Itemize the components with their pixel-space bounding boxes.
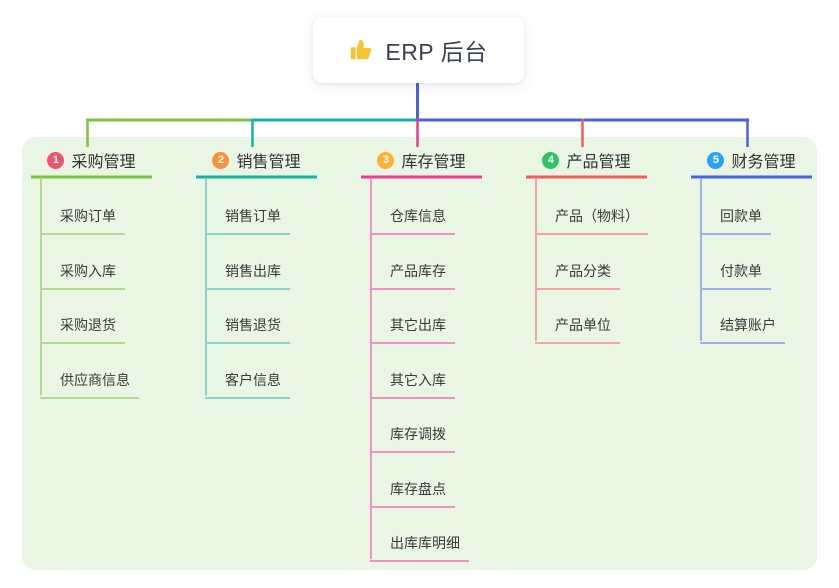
branch-node-label: 库存管理 xyxy=(401,154,466,171)
branch-node-3[interactable]: 3 库存管理 xyxy=(361,146,482,174)
bus-segment-1 xyxy=(87,118,253,122)
branch-node-label: 采购管理 xyxy=(71,154,136,171)
root-node[interactable]: ERP 后台 xyxy=(313,17,524,83)
branches-background-panel xyxy=(22,137,817,570)
branch-number-badge: 1 xyxy=(47,151,65,169)
root-node-label: ERP 后台 xyxy=(385,39,488,65)
branch-number-badge: 2 xyxy=(212,151,230,169)
leaf-node[interactable]: 销售出库 xyxy=(205,261,290,290)
leaf-node[interactable]: 其它入库 xyxy=(370,370,455,399)
leaf-node[interactable]: 产品单位 xyxy=(535,315,620,344)
leaf-node[interactable]: 供应商信息 xyxy=(40,370,139,399)
bus-segment-2 xyxy=(252,118,418,122)
leaf-node[interactable]: 采购退货 xyxy=(40,315,125,344)
branch-node-5[interactable]: 5 财务管理 xyxy=(691,146,812,174)
branch-number-badge: 3 xyxy=(377,151,395,169)
leaf-node[interactable]: 采购订单 xyxy=(40,206,125,235)
branch-node-2[interactable]: 2 销售管理 xyxy=(196,146,317,174)
leaf-node[interactable]: 回款单 xyxy=(700,206,771,235)
leaf-node[interactable]: 库存调拨 xyxy=(370,424,455,453)
branch-number-badge: 5 xyxy=(707,151,725,169)
branch-node-label: 销售管理 xyxy=(236,154,301,171)
leaf-node[interactable]: 其它出库 xyxy=(370,315,455,344)
leaf-node[interactable]: 库存盘点 xyxy=(370,479,455,508)
branch-node-label: 财务管理 xyxy=(731,154,796,171)
branch-node-label: 产品管理 xyxy=(566,154,631,171)
leaf-node[interactable]: 出库库明细 xyxy=(370,533,469,562)
leaf-node[interactable]: 销售退货 xyxy=(205,315,290,344)
leaf-node[interactable]: 采购入库 xyxy=(40,261,125,290)
leaf-node[interactable]: 仓库信息 xyxy=(370,206,455,235)
leaf-node[interactable]: 产品分类 xyxy=(535,261,620,290)
branch-number-badge: 4 xyxy=(542,151,560,169)
bus-segment-5 xyxy=(417,118,749,122)
leaf-node[interactable]: 销售订单 xyxy=(205,206,290,235)
leaf-node[interactable]: 付款单 xyxy=(700,261,771,290)
leaf-node[interactable]: 客户信息 xyxy=(205,370,290,399)
branch-node-1[interactable]: 1 采购管理 xyxy=(31,146,152,174)
branch-node-4[interactable]: 4 产品管理 xyxy=(526,146,647,174)
thumbs-up-icon xyxy=(351,39,372,60)
root-connector xyxy=(416,83,419,122)
leaf-node[interactable]: 结算账户 xyxy=(700,315,785,344)
leaf-node[interactable]: 产品（物料） xyxy=(535,206,648,235)
leaf-node[interactable]: 产品库存 xyxy=(370,261,455,290)
